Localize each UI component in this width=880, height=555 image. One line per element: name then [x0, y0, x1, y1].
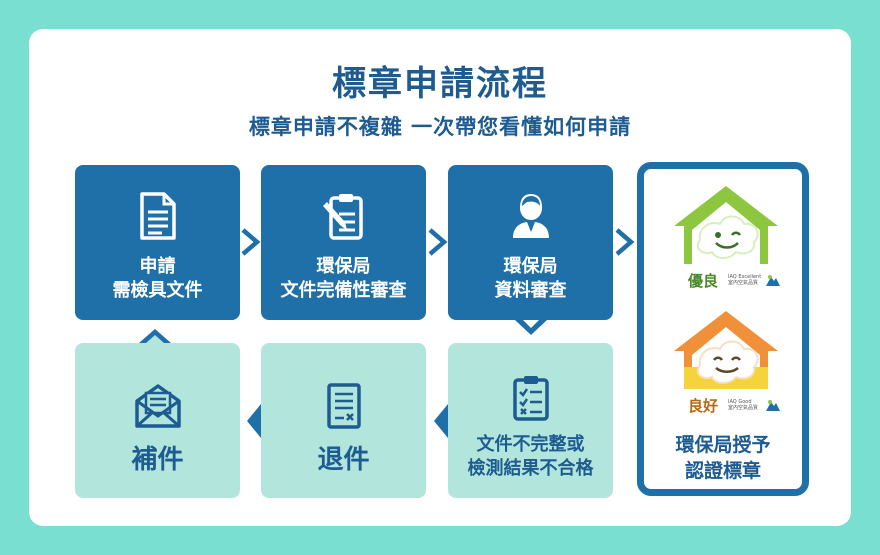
- certification-caption-line-1: 環保局授予: [675, 434, 771, 456]
- step-rejected: 退件: [261, 343, 426, 498]
- certification-panel: 優良 IAQ Excellent 室內空氣品質 良好 IAQ Good 室內空氣…: [637, 162, 809, 496]
- badge-excellent-en: IAQ Excellent: [728, 274, 762, 280]
- arrow-up: [139, 329, 171, 343]
- step-apply-line-2: 需檢具文件: [112, 280, 203, 301]
- rejected-document-icon: [326, 381, 361, 431]
- badge-good-label: 良好: [688, 397, 719, 415]
- certification-caption: 環保局授予 認證標章: [644, 432, 802, 484]
- step-apply-line-1: 申請: [139, 256, 176, 277]
- step-completeness-line-2: 文件完備性審查: [280, 280, 407, 301]
- page-title: 標章申請流程: [332, 64, 548, 104]
- step-supplement: 補件: [75, 343, 240, 498]
- step-completeness-line-1: 環保局: [316, 256, 371, 277]
- step-incomplete-line-2: 檢測結果不合格: [467, 458, 594, 479]
- step-rejected-label: 退件: [317, 445, 370, 475]
- house-cloud-icon: [674, 186, 778, 264]
- clipboard-pen-icon: [321, 191, 367, 241]
- badge-good-en: IAQ Good: [728, 399, 752, 405]
- house-cloud-icon: [674, 311, 778, 389]
- checklist-icon: [512, 373, 549, 423]
- step-data-review-line-2: 資料審查: [494, 280, 567, 301]
- step-data-review: 環保局 資料審查: [448, 165, 613, 320]
- badge-good-zh: 室內空氣品質: [728, 405, 759, 411]
- badge-excellent-small: IAQ Excellent 室內空氣品質: [728, 274, 761, 286]
- mountain-logo-icon: [766, 275, 780, 286]
- badge-good-small: IAQ Good 室內空氣品質: [728, 399, 758, 411]
- document-icon: [138, 191, 178, 241]
- officer-icon: [509, 191, 553, 241]
- mountain-logo-icon: [766, 400, 780, 411]
- certification-caption-line-2: 認證標章: [684, 460, 761, 482]
- badge-excellent: 優良 IAQ Excellent 室內空氣品質: [670, 182, 782, 300]
- badge-excellent-label: 優良: [688, 272, 719, 290]
- envelope-icon: [134, 381, 182, 431]
- step-completeness-review: 環保局 文件完備性審查: [261, 165, 426, 320]
- arrow-down: [515, 320, 547, 335]
- page-subtitle: 標章申請不複雜 一次帶您看懂如何申請: [248, 115, 632, 139]
- arrow-right-2: [428, 228, 448, 256]
- arrow-right-1: [241, 228, 261, 256]
- badge-excellent-zh: 室內空氣品質: [728, 280, 759, 286]
- step-data-review-line-1: 環保局: [503, 256, 558, 277]
- step-apply: 申請 需檢具文件: [75, 165, 240, 320]
- step-incomplete-line-1: 文件不完整或: [476, 434, 585, 455]
- badge-good: 良好 IAQ Good 室內空氣品質: [670, 307, 782, 425]
- step-supplement-label: 補件: [131, 445, 184, 475]
- step-incomplete: 文件不完整或 檢測結果不合格: [448, 343, 613, 498]
- arrow-right-3: [615, 228, 635, 256]
- arrow-left-2: [247, 404, 261, 438]
- arrow-left-1: [434, 404, 448, 438]
